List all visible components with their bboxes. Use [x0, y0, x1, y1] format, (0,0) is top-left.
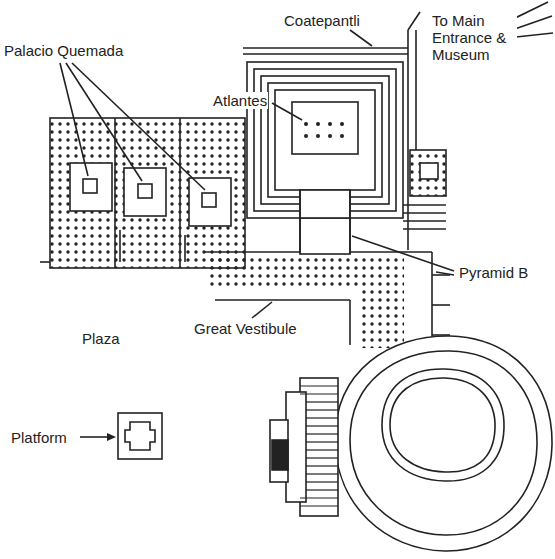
sculpture-label: Atlantes [212, 92, 268, 109]
platform-label: Platform [10, 429, 68, 446]
wall-label: Coatepantli [283, 12, 361, 29]
vestibule-label: Great Vestibule [193, 320, 298, 337]
palace-label: Palacio Quemada [3, 42, 124, 59]
plaza-label: Plaza [81, 330, 121, 347]
pyramid-label: Pyramid B [458, 264, 529, 281]
direction-label: To Main Entrance & Museum [431, 12, 517, 63]
